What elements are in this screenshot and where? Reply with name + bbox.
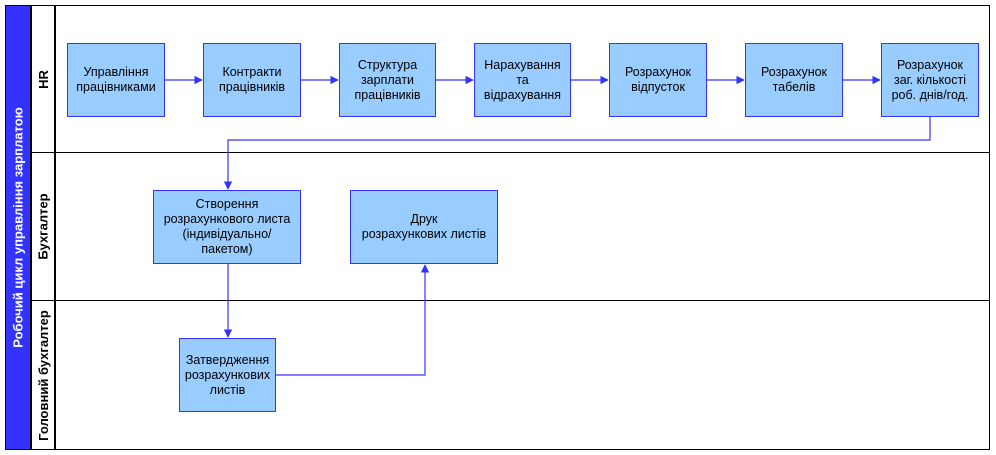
box-employee-contracts: Контракти працівників [203,43,301,117]
lane-label-accountant: Бухгалтер [31,152,55,301]
box-create-payslip: Створення розрахункового листа (індивіду… [153,190,301,264]
box-salary-structure: Структура зарплати працівників [339,43,436,117]
pool-title: Робочий цикл управління зарплатою [5,5,31,450]
box-workdays-calculation: Розрахунок заг. кількості роб. днів/год. [881,43,979,117]
box-timesheet-calculation: Розрахунок табелів [745,43,843,117]
lane-label-accountant-text: Бухгалтер [35,193,51,260]
lane-label-hr: HR [31,5,55,153]
box-vacation-calculation: Розрахунок відпусток [609,43,707,117]
box-accruals-deductions: Нарахування та відрахування [474,43,571,117]
lane-label-chief-accountant: Головний бухгалтер [31,300,55,450]
box-approve-payslips: Затвердження розрахункових листів [179,338,276,412]
box-employee-management: Управління працівниками [67,43,165,117]
lane-label-chief-accountant-text: Головний бухгалтер [35,309,51,441]
lane-label-hr-text: HR [35,69,51,89]
pool-title-text: Робочий цикл управління зарплатою [10,107,26,348]
box-print-payslips: Друк розрахункових листів [350,190,498,264]
